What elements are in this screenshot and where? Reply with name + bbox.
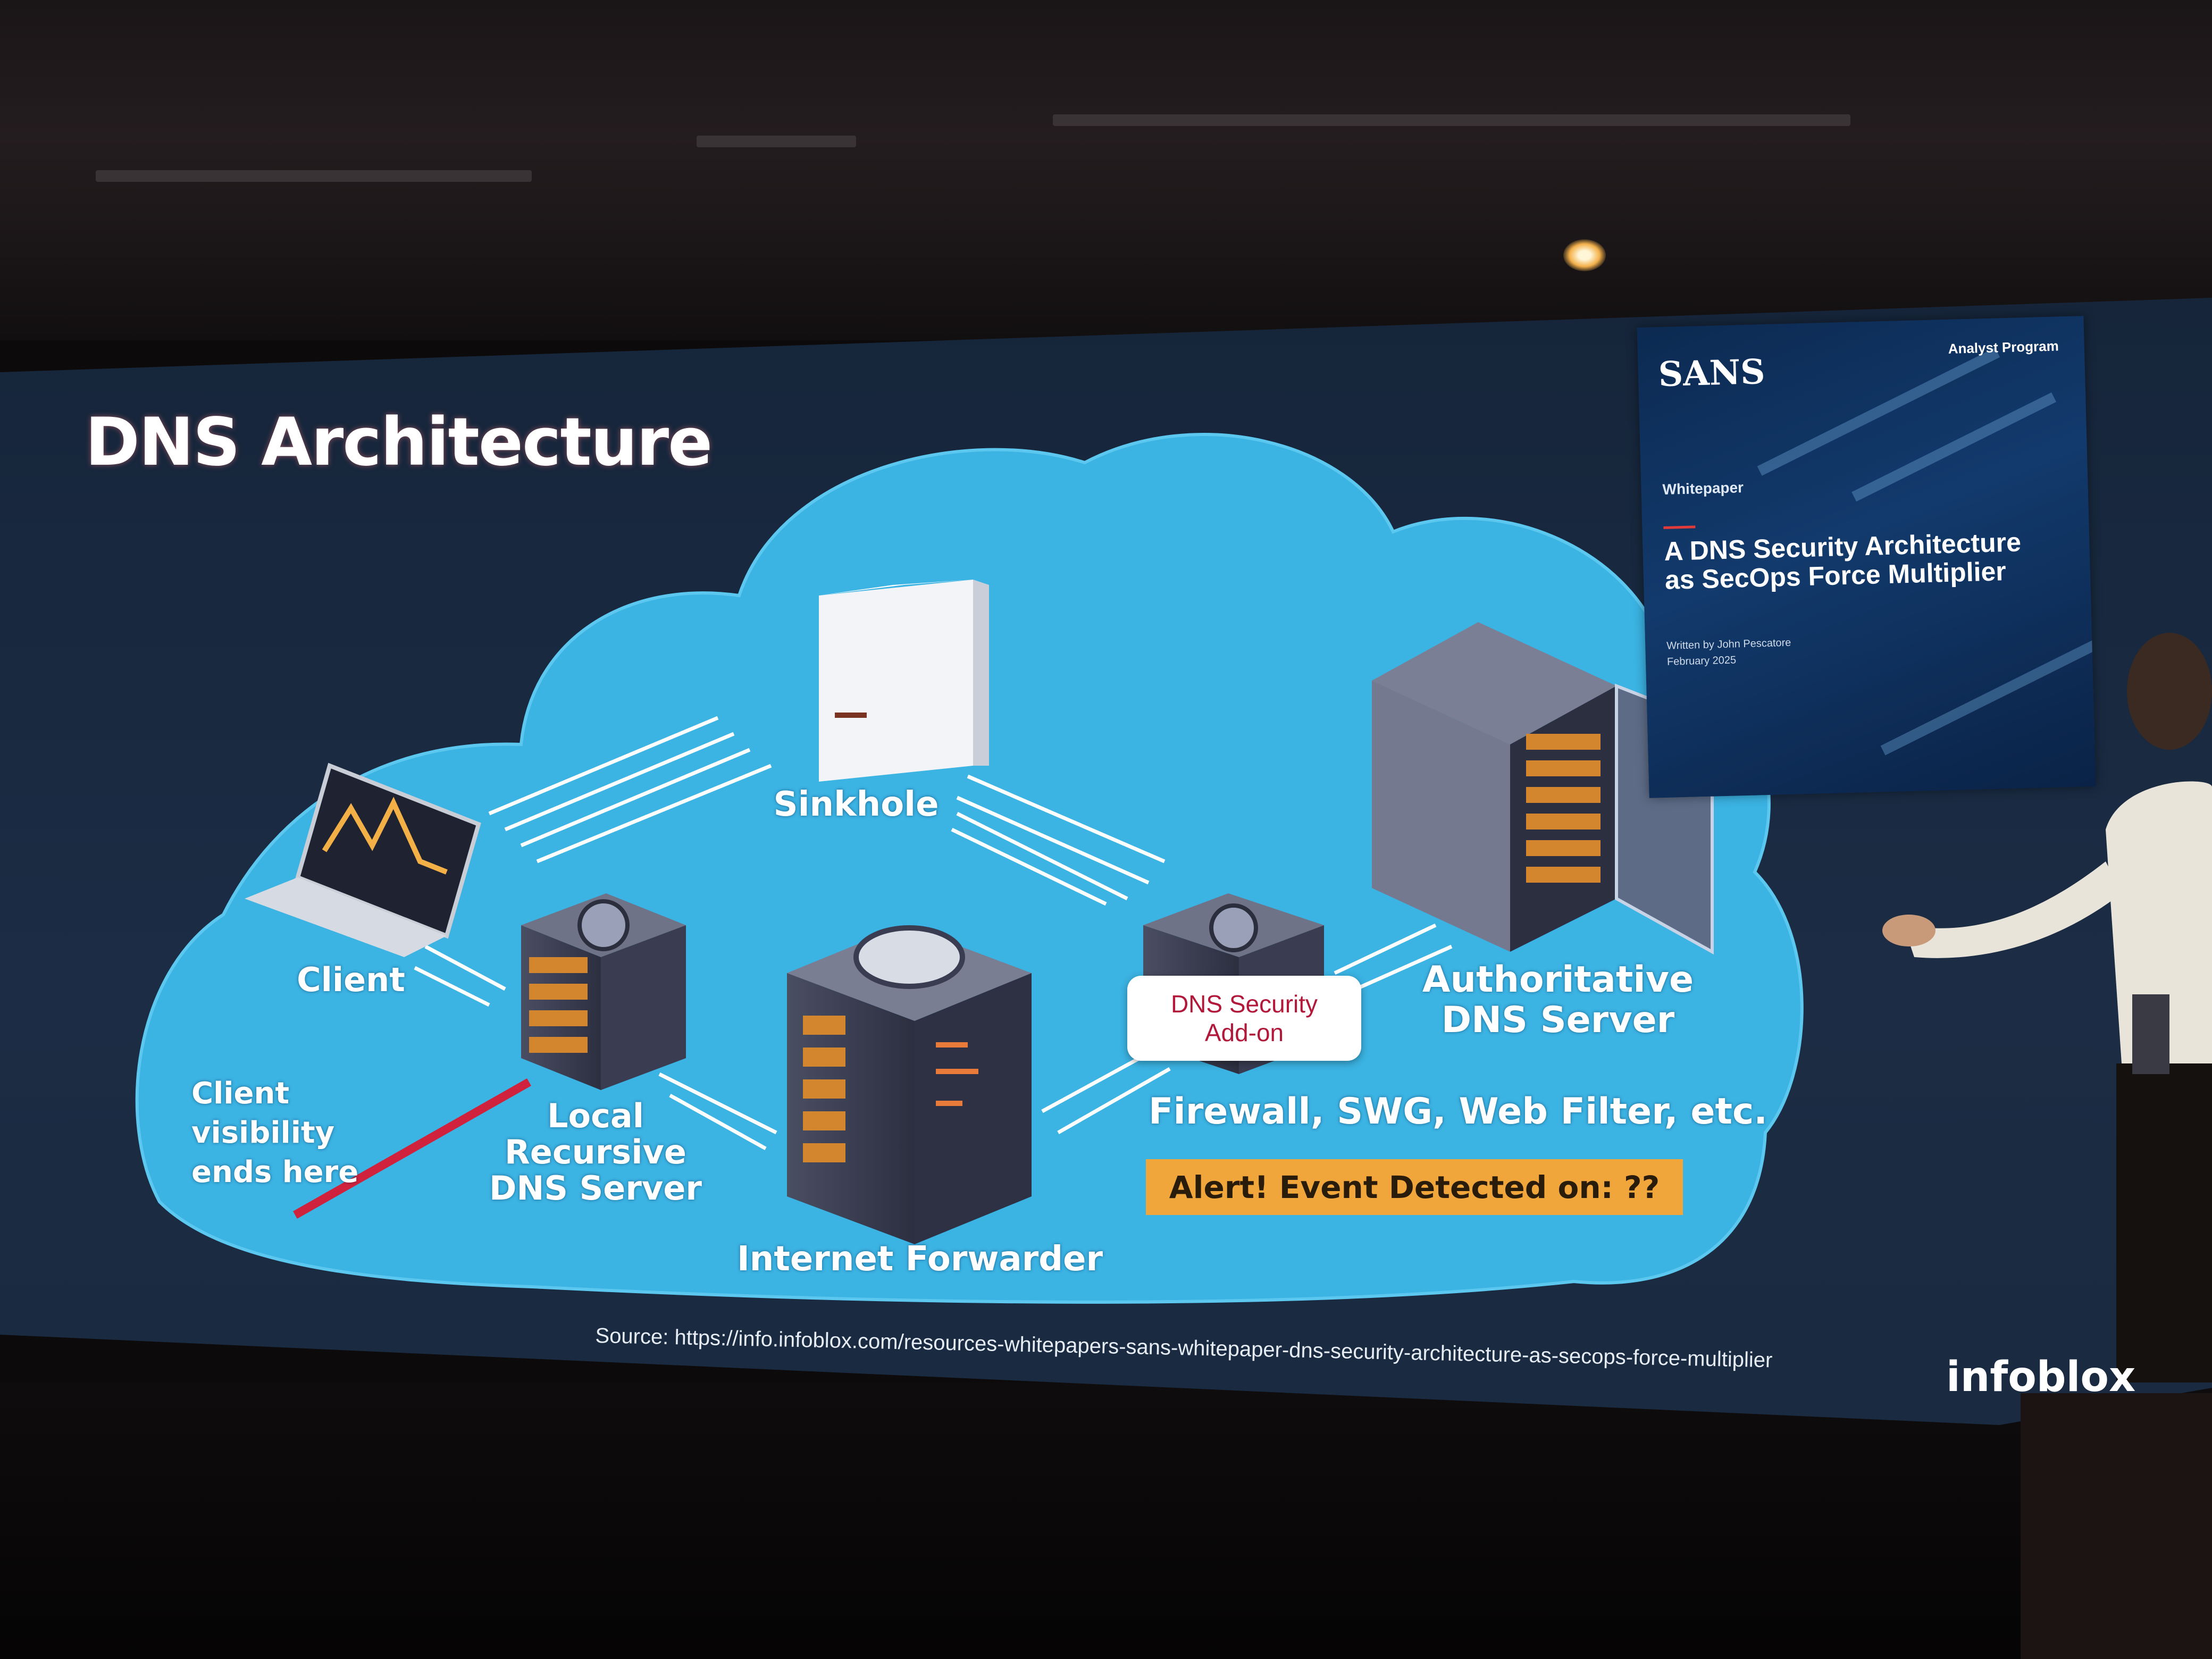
- client-visibility-line-1: Client visibility: [191, 1076, 335, 1150]
- title-rule: [1663, 525, 1696, 529]
- analyst-program-label: Analyst Program: [1948, 338, 2059, 357]
- sans-logo: SANS: [1657, 351, 1766, 395]
- client-visibility-label: Client visibility ends here: [191, 1074, 436, 1192]
- ceiling-vent: [1053, 114, 1850, 126]
- ceiling-vent: [697, 136, 856, 147]
- source-label: Source:: [595, 1324, 669, 1349]
- sinkhole-auth-arrows: [951, 774, 1166, 906]
- whitepaper-kind: Whitepaper: [1662, 479, 1744, 498]
- client-visibility-line-2: ends here: [191, 1155, 359, 1189]
- alert-banner: Alert! Event Detected on: ??: [1146, 1159, 1683, 1215]
- dns-security-addon-callout: DNS Security Add-on: [1127, 976, 1361, 1061]
- sinkhole-label: Sinkhole: [773, 785, 939, 824]
- slide-title: DNS Architecture: [85, 404, 713, 481]
- infoblox-logo: infoblox: [1946, 1353, 2136, 1401]
- authoritative-label: Authoritative DNS Server: [1382, 960, 1733, 1041]
- whitepaper-cover: SANS Analyst Program Whitepaper A DNS Se…: [1637, 316, 2096, 798]
- client-sinkhole-arrows: [488, 716, 772, 864]
- internet-forwarder-server-icon: [787, 925, 1032, 1244]
- firewall-auth-arrows: [1334, 923, 1453, 991]
- cover-streak: [1880, 636, 2096, 756]
- addon-line-2: Add-on: [1204, 1019, 1284, 1046]
- addon-line-1: DNS Security: [1170, 990, 1318, 1018]
- local-recursive-line-1: Local: [547, 1096, 644, 1135]
- cover-streak: [1757, 347, 2000, 476]
- whitepaper-date: February 2025: [1666, 654, 1737, 668]
- local-recursive-label: Local Recursive DNS Server: [479, 1098, 713, 1206]
- local-forwarder-arrows: [658, 1072, 777, 1151]
- local-recursive-line-2: Recursive: [505, 1133, 686, 1171]
- sinkhole-server-icon: [819, 580, 989, 782]
- firewall-label: Firewall, SWG, Web Filter, etc.: [1149, 1091, 1768, 1133]
- ceiling-vent: [96, 170, 532, 182]
- ceiling: [0, 0, 2212, 340]
- client-label: Client: [297, 960, 405, 999]
- whitepaper-author: Written by John Pescatore: [1666, 636, 1791, 652]
- lectern: [2021, 1393, 2212, 1659]
- authoritative-line-1: Authoritative: [1422, 959, 1694, 1001]
- client-local-arrows: [414, 944, 506, 1007]
- presenter-figure: [1882, 633, 2212, 1382]
- local-recursive-line-3: DNS Server: [489, 1169, 702, 1208]
- authoritative-line-2: DNS Server: [1441, 999, 1675, 1041]
- authoritative-server-icon: [1372, 622, 1714, 955]
- whitepaper-byline: Written by John Pescatore February 2025: [1666, 635, 1792, 670]
- whitepaper-title: A DNS Security Architecture as SecOps Fo…: [1663, 527, 2022, 595]
- internet-forwarder-label: Internet Forwarder: [736, 1239, 1103, 1279]
- laptop-icon: [245, 763, 481, 957]
- cloud-shape: [135, 433, 1804, 1304]
- local-recursive-server-icon: [521, 893, 686, 1090]
- visibility-line: [293, 1078, 531, 1219]
- ceiling-light: [1563, 239, 1606, 271]
